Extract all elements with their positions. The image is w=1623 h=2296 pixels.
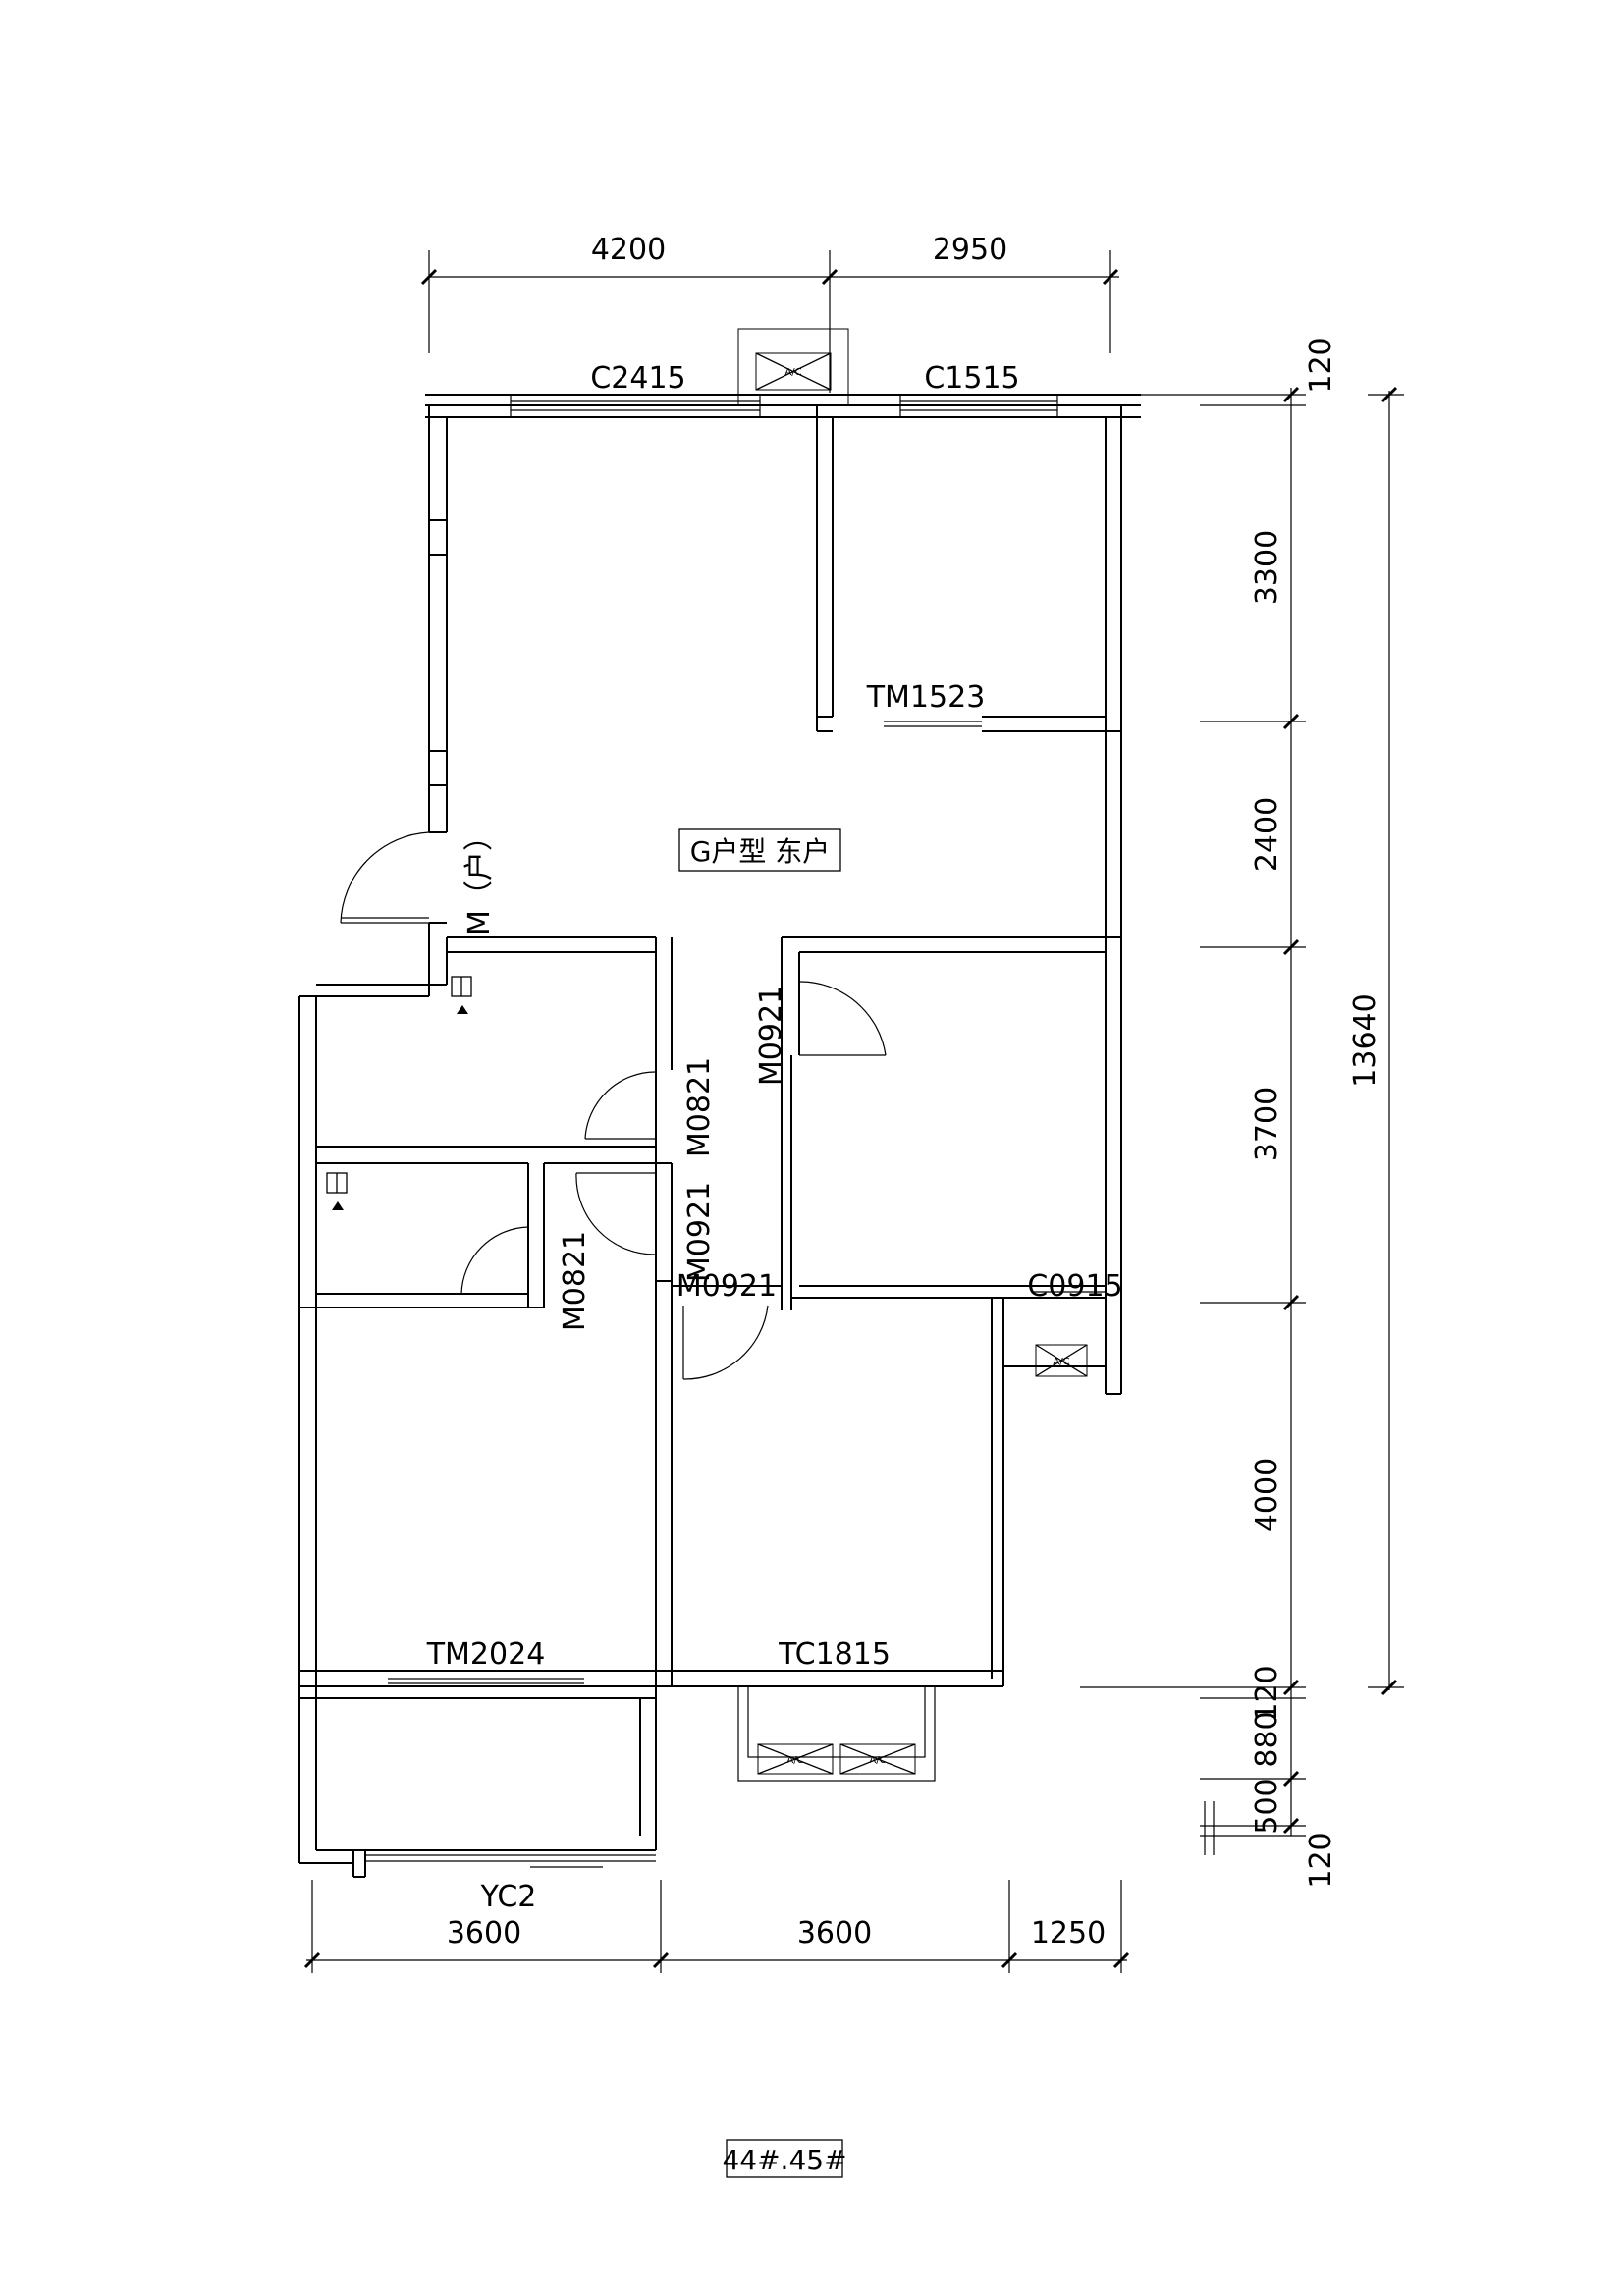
label-m0821-b: M0821 [558,1231,592,1331]
label-m0921-b: M0921 [682,1182,717,1282]
label-building-no: 44#.45# [722,2144,846,2176]
ac-label-top: A/C [784,367,801,378]
dim-bottom-2: 3600 [797,1916,872,1950]
label-tc1815: TC1815 [778,1637,891,1672]
label-unit-type: G户型 东户 [690,835,831,868]
ac-label-bottom-2: A/C [869,1755,886,1766]
right-dimension: 120 3300 2400 3700 4000 120 880 500 120 [1080,337,1338,1889]
m0821-b-swing [460,1226,529,1295]
dim-right-9: 120 [1304,1832,1338,1888]
dim-top-2: 2950 [933,233,1007,267]
m0821-a-swing [584,1071,657,1140]
doors [340,831,887,1380]
dim-total: 13640 [1348,993,1382,1087]
dim-right-2: 3300 [1250,530,1284,605]
ac-unit-bottom-1 [757,1743,834,1775]
ac-units: A/C A/C A/C A/C [737,328,1088,1775]
top-dimension: 4200 2950 [420,233,1119,393]
entry-door-swing [340,831,430,924]
ac-box-top [737,328,849,406]
room-labels: C2415 C1515 TM1523 M（户） G户型 东户 M0921 M08… [426,361,1123,2178]
label-tm1523: TM1523 [866,680,986,715]
total-dimension: 13640 [1348,386,1404,1696]
dim-right-8: 500 [1250,1778,1284,1834]
label-m0921-c: M0921 [676,1269,777,1304]
m0921-b-swing [575,1172,657,1255]
windows [365,394,1106,1868]
dim-right-5: 4000 [1250,1458,1284,1532]
label-yc2: YC2 [480,1880,537,1914]
dim-right-4: 3700 [1250,1087,1284,1161]
bottom-dimension: 3600 3600 1250 [303,1880,1130,1973]
unit-type-frame [678,828,841,872]
label-entry-door: M（户） [462,822,497,935]
ac-unit-top [755,352,832,391]
dim-right-1: 120 [1304,337,1338,393]
label-m0821-a: M0821 [682,1057,717,1157]
ac-unit-bottom-2 [839,1743,916,1775]
label-c0915: C0915 [1027,1269,1122,1304]
dim-right-6: 120 [1250,1665,1284,1721]
label-c2415: C2415 [590,361,685,396]
dim-top-1: 4200 [591,233,666,267]
label-m0921-a: M0921 [754,986,788,1086]
dim-right-3: 2400 [1250,797,1284,872]
m0921-a-swing [798,981,887,1056]
m0921-c-swing [682,1305,769,1380]
ac-label-bottom-1: A/C [786,1755,803,1766]
dim-bottom-1: 3600 [447,1916,521,1950]
ac-label-right: A/C [1053,1357,1069,1367]
label-c1515: C1515 [924,361,1019,396]
walls [298,394,1141,1878]
fixtures [326,976,472,1210]
dim-right-7: 880 [1250,1711,1284,1767]
ac-unit-right [1035,1344,1088,1377]
label-tm2024: TM2024 [426,1637,546,1672]
building-no-frame [726,2139,843,2178]
dim-bottom-3: 1250 [1031,1916,1106,1950]
